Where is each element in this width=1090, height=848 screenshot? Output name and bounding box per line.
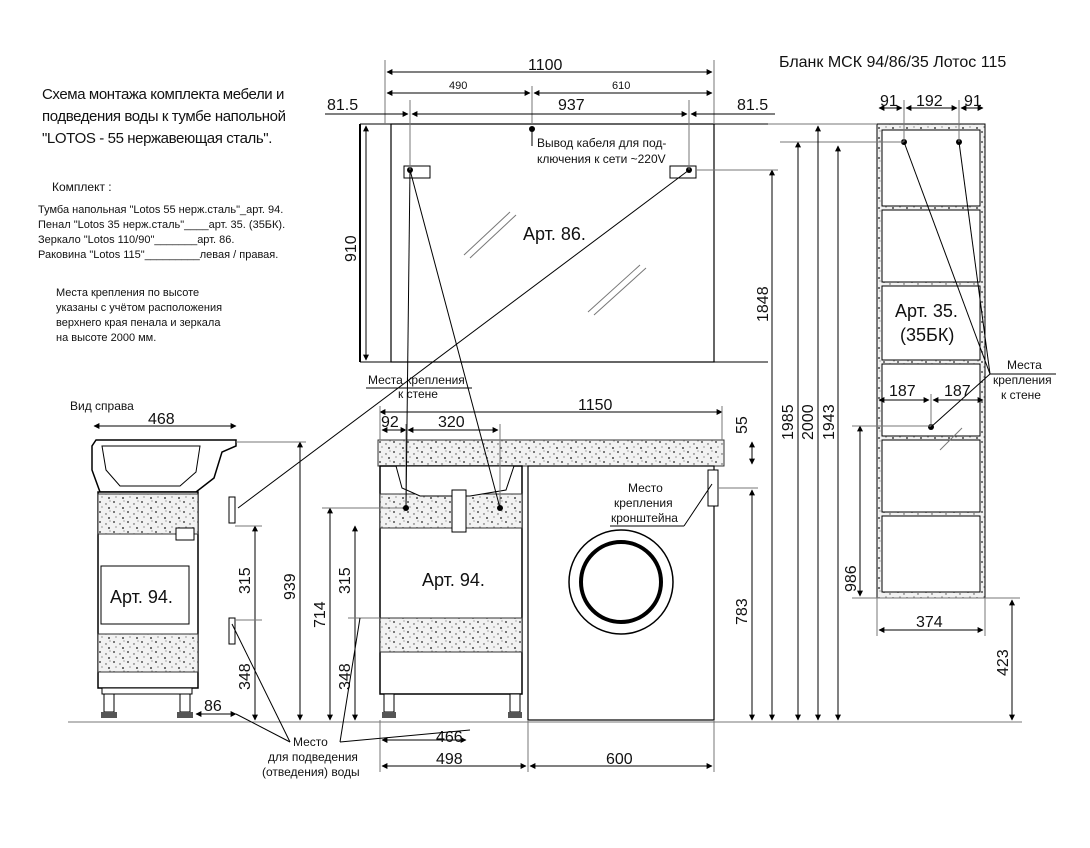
side-cabinet-article: Арт. 94. [110, 587, 173, 607]
water-leader-side-1 [235, 713, 291, 743]
leader-right-mount [409, 169, 501, 509]
dim-pencil-423: 423 [995, 649, 1012, 676]
bracket-leader [683, 483, 713, 527]
water-leader-front-1 [339, 617, 361, 743]
mirror-article: Арт. 86. [523, 224, 586, 244]
dim-pencil-187a: 187 [889, 383, 916, 400]
dim-countertop-width: 1150 [578, 397, 613, 414]
kit-item-2: Пенал "Lotos 35 нерж.сталь"____арт. 35. … [38, 219, 285, 231]
form-code: Бланк МСК 94/86/35 Лотос 115 [779, 54, 1006, 71]
water-leader-front-2 [339, 729, 471, 743]
pencil-leader-1 [903, 141, 991, 375]
kit-heading: Комплект : [52, 180, 112, 194]
side-cabinet [91, 439, 237, 718]
dim-top-92: 92 [381, 414, 399, 431]
pencil-leader-2 [958, 141, 991, 375]
side-dimensions [93, 423, 306, 721]
dim-side-348: 348 [237, 663, 254, 690]
dim-pencil-192: 192 [916, 93, 943, 110]
dim-height-2000: 2000 [800, 404, 817, 440]
pencil-case [876, 123, 986, 599]
dim-height-1848: 1848 [755, 286, 772, 322]
bracket-callout-3: кронштейна [611, 511, 678, 525]
dim-front-315: 315 [337, 567, 354, 594]
dim-front-348: 348 [337, 663, 354, 690]
dim-bottom-466: 466 [436, 729, 463, 746]
dim-pencil-986: 986 [843, 565, 860, 592]
pencil-callout-1: Места [1007, 358, 1042, 372]
kit-item-3: Зеркало "Lotos 110/90"_______арт. 86. [38, 234, 234, 246]
dim-pencil-91b: 91 [964, 93, 982, 110]
dim-side-86: 86 [204, 698, 222, 715]
dim-mirror-right: 610 [612, 80, 630, 92]
dim-mirror-offset-left: 81.5 [327, 97, 358, 114]
dim-mirror-width: 1100 [528, 57, 563, 74]
dim-mirror-left: 490 [449, 80, 467, 92]
note-line-1: Места крепления по высоте [56, 287, 199, 299]
dim-mirror-offset-right: 81.5 [737, 97, 768, 114]
dim-top-320: 320 [438, 414, 465, 431]
dim-pencil-374: 374 [916, 614, 943, 631]
water-callout-2: для подведения [268, 750, 358, 764]
wall-mount-callout-1: Места крепления [368, 373, 465, 387]
dim-bottom-498: 498 [436, 751, 463, 768]
title-line-1: Схема монтажа комплекта мебели и [42, 86, 284, 103]
pencil-leader-3 [930, 373, 991, 428]
pencil-callout-2: крепления [993, 373, 1052, 387]
pencil-dimensions [696, 100, 1020, 721]
front-cabinet-article: Арт. 94. [422, 570, 485, 590]
dim-top-55: 55 [734, 416, 751, 434]
kit-item-4: Раковина "Lotos 115"_________левая / пра… [38, 249, 278, 261]
dim-side-depth: 468 [148, 411, 175, 428]
dim-side-315: 315 [237, 567, 254, 594]
dim-bottom-600: 600 [606, 751, 633, 768]
dim-side-939: 939 [282, 573, 299, 600]
dim-front-783: 783 [734, 598, 751, 625]
wall-mount-callout-2: к стене [398, 387, 438, 401]
dim-front-714: 714 [312, 601, 329, 628]
water-callout-1: Место [293, 735, 328, 749]
dim-pencil-187b: 187 [944, 383, 971, 400]
mirror [359, 123, 768, 363]
front-assembly [377, 439, 725, 721]
note-line-3: верхнего края пенала и зеркала [56, 317, 221, 329]
dim-mirror-height: 910 [343, 235, 360, 262]
dim-pencil-91a: 91 [880, 93, 898, 110]
title-line-2: подведения воды к тумбе напольной [42, 108, 286, 125]
leader-left-mount [405, 169, 411, 509]
bracket-callout-1: Место [628, 481, 663, 495]
dim-mirror-span: 937 [558, 97, 585, 114]
water-callout-3: (отведения) воды [262, 765, 360, 779]
cable-callout-2: ключения к сети ~220V [537, 152, 666, 166]
cable-callout-1: Вывод кабеля для под- [537, 136, 666, 150]
mount-point-left [403, 505, 409, 511]
mirror-dimensions [325, 60, 775, 361]
pencil-case-article: Арт. 35. [895, 301, 958, 321]
mount-point-right [497, 505, 503, 511]
title-line-3: "LOTOS - 55 нержавеющая сталь". [42, 130, 272, 147]
leader-side-mount [237, 169, 690, 509]
water-leader-side-2 [231, 623, 291, 743]
note-line-4: на высоте 2000 мм. [56, 332, 156, 344]
dim-height-1943: 1943 [821, 404, 838, 440]
pencil-callout-3: к стене [1001, 388, 1041, 402]
dim-height-1985: 1985 [780, 404, 797, 440]
pencil-case-article-alt: (35БК) [900, 325, 954, 345]
kit-item-1: Тумба напольная "Lotos 55 нерж.сталь"_ар… [38, 204, 283, 216]
side-view-label: Вид справа [70, 399, 134, 413]
bracket-callout-2: крепления [614, 496, 673, 510]
note-line-2: указаны с учётом расположения [56, 302, 222, 314]
